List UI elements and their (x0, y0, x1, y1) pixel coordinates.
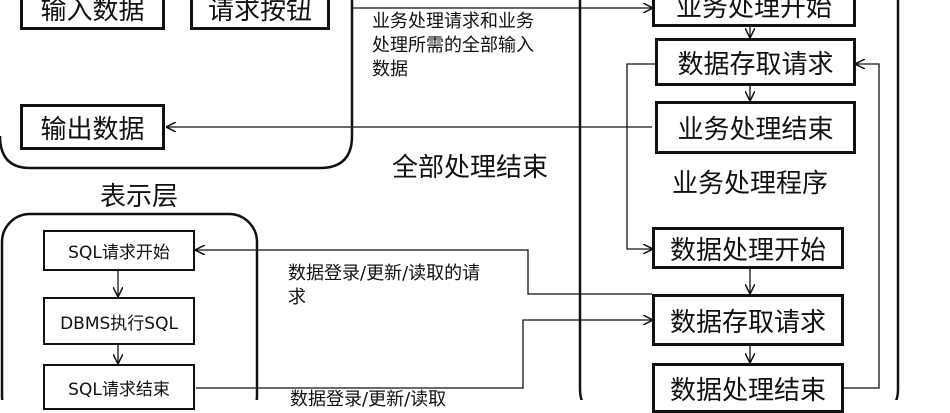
presentation-layer-title: 表示层 (100, 182, 179, 212)
arrow-data-end-to-biz-access (843, 64, 880, 389)
business-end-box: 业务处理结束 (655, 101, 856, 154)
data-request-label: 数据登录/更新/读取的请求 (288, 263, 481, 308)
arrow-data-access-to-sql-start (196, 250, 652, 295)
business-data-access-request-box: 数据存取请求 (655, 38, 856, 86)
architecture-diagram: 输入数据 请求按钮 输出数据 表示层 业务处理开始 数据存取请求 业务处理结束 … (0, 0, 900, 413)
business-request-label: 业务处理请求和业务处理所需的全部输入数据 (372, 11, 534, 80)
sql-start-box: SQL请求开始 (43, 230, 195, 271)
presentation-layer-frame (0, 0, 354, 170)
dbms-layer-frame (0, 212, 259, 400)
data-end-box: 数据处理结束 (652, 363, 844, 413)
data-result-label: 数据登录/更新/读取 (290, 389, 447, 410)
data-access-request-box: 数据存取请求 (652, 294, 844, 346)
arrow-biz-access-to-data-start (626, 63, 655, 249)
diagram-lines (0, 0, 900, 400)
arrow-sql-end-to-data-access (196, 320, 652, 389)
dbms-execute-box: DBMS执行SQL (43, 297, 195, 345)
output-data-box: 输出数据 (20, 104, 165, 150)
application-layer-frame (578, 0, 900, 400)
sql-end-box: SQL请求结束 (43, 364, 195, 410)
all-done-label: 全部处理结束 (392, 153, 549, 183)
data-start-box: 数据处理开始 (652, 227, 844, 269)
request-button-box: 请求按钮 (190, 0, 330, 30)
business-start-box: 业务处理开始 (652, 0, 856, 27)
business-program-label: 业务处理程序 (672, 169, 829, 199)
input-data-box: 输入数据 (20, 0, 165, 30)
